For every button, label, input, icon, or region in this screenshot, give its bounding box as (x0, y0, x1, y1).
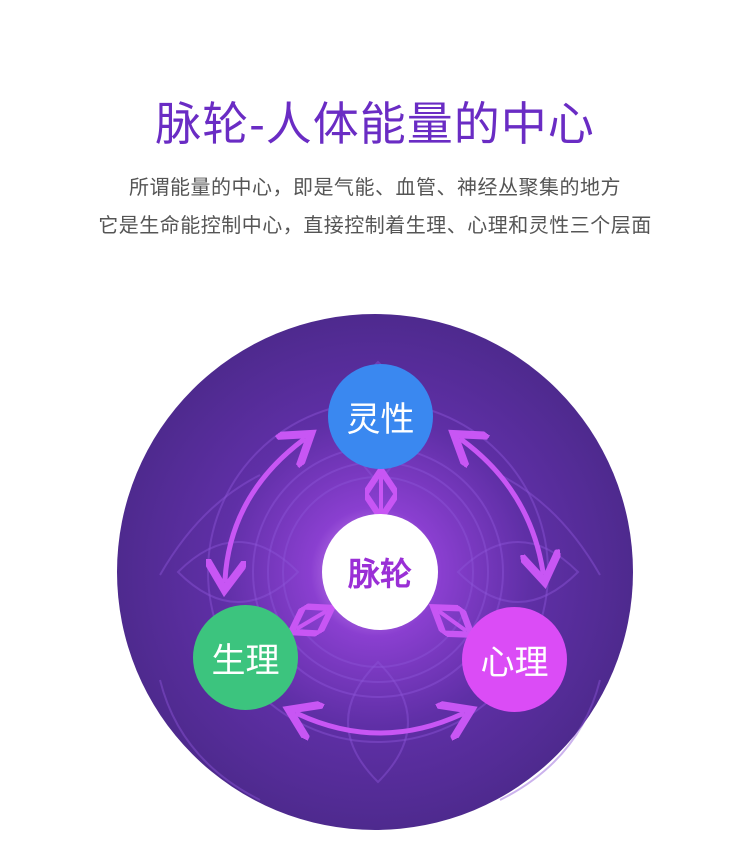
arrow-physical-mental (298, 714, 462, 733)
node-label: 生理 (211, 641, 280, 681)
subtitle-line-2: 它是生命能控制中心，直接控制着生理、心理和灵性三个层面 (98, 213, 652, 237)
node-psychology: 心理 (462, 607, 567, 712)
node-spirituality: 灵性 (328, 364, 433, 469)
arrow-spirit-mental (462, 440, 543, 572)
node-label: 灵性 (346, 400, 415, 440)
node-label: 脉轮 (347, 555, 412, 593)
subtitle-line-1: 所谓能量的中心，即是气能、血管、神经丛聚集的地方 (129, 175, 621, 199)
arrow-spirit-physical (225, 440, 303, 580)
arrow-center-mental (440, 612, 465, 630)
node-physiology: 生理 (193, 605, 298, 710)
page-title: 脉轮-人体能量的中心 (155, 97, 595, 151)
node-chakra-center: 脉轮 (322, 514, 438, 630)
connection-arrows (225, 440, 543, 733)
arrow-center-physical (298, 612, 325, 628)
node-label: 心理 (480, 643, 549, 683)
